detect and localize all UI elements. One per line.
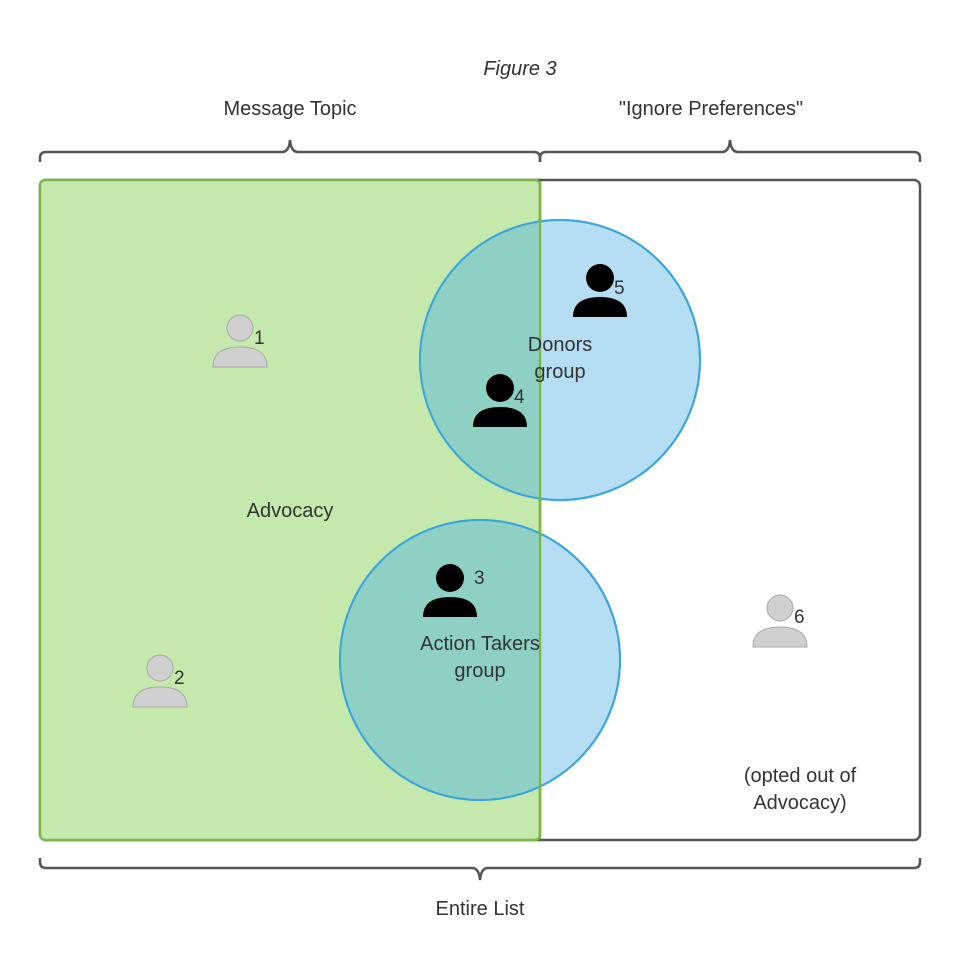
advocacy-label: Advocacy xyxy=(247,500,334,522)
person-1-icon xyxy=(212,314,268,368)
donors-group-label-line1: Donors xyxy=(528,334,592,356)
donors-group-label-line2: group xyxy=(534,361,585,383)
person-2-icon xyxy=(132,654,188,708)
message-topic-brace xyxy=(38,139,542,162)
ignore-preferences-label: "Ignore Preferences" xyxy=(619,98,803,120)
action-takers-label-line2: group xyxy=(454,660,505,682)
person-4-icon xyxy=(473,374,527,427)
person-4-number: 4 xyxy=(514,387,525,408)
message-topic-label: Message Topic xyxy=(223,98,356,120)
entire-list-label: Entire List xyxy=(436,898,525,920)
person-6-number: 6 xyxy=(794,607,805,628)
action-takers-advocacy-overlap xyxy=(340,520,540,800)
action-takers-label-line1: Action Takers xyxy=(420,633,540,655)
person-3-number: 3 xyxy=(474,568,485,589)
action-takers-group-outline xyxy=(339,519,621,801)
person-2-number: 2 xyxy=(174,668,185,689)
entire-list-brace xyxy=(38,858,922,881)
person-5-number: 5 xyxy=(614,278,625,299)
opted-out-label-line2: Advocacy) xyxy=(753,792,846,814)
ignore-preferences-brace xyxy=(538,139,922,162)
person-3-icon xyxy=(423,564,477,617)
person-6-icon xyxy=(752,594,808,648)
person-5-icon xyxy=(573,264,627,317)
donors-group-outline xyxy=(419,219,701,501)
figure-title: Figure 3 xyxy=(483,58,556,80)
person-1-number: 1 xyxy=(254,328,265,349)
donors-advocacy-overlap xyxy=(420,221,540,499)
opted-out-label-line1: (opted out of xyxy=(744,765,857,787)
